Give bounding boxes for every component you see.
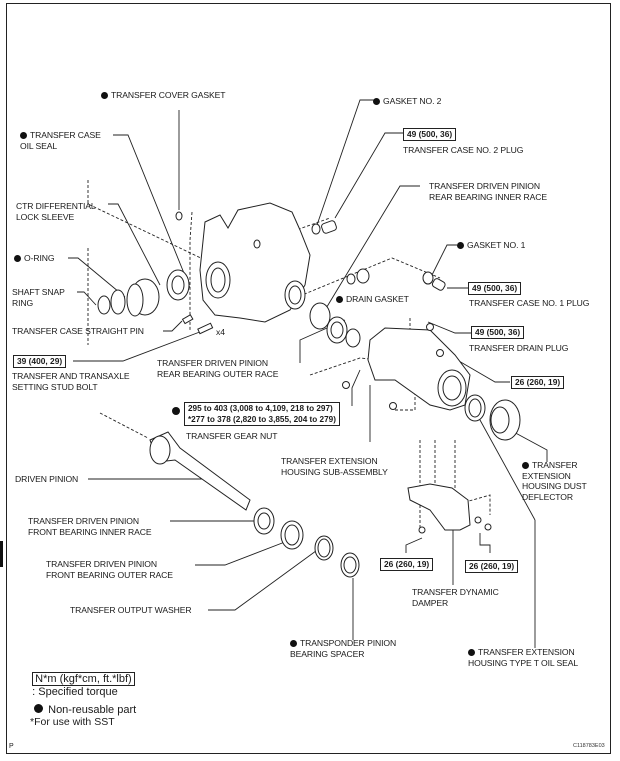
leader-gear-nut — [351, 369, 361, 406]
leader-o-ring — [68, 257, 126, 298]
torque-stud-bolt: 39 (400, 29) — [13, 355, 67, 368]
leader-no2-plug — [334, 132, 403, 219]
label-drain-gasket: DRAIN GASKET — [336, 294, 409, 305]
torque-damper-bolt-right: 26 (260, 19) — [465, 560, 519, 573]
label-gasket-no1: GASKET NO. 1 — [457, 240, 525, 251]
torque-case-no1-plug: 49 (500, 36) — [468, 282, 522, 295]
label-gear-nut: TRANSFER GEAR NUT — [186, 431, 278, 441]
leader-dust-deflector — [509, 429, 548, 462]
label-driven-pinion-rear-inner-race: TRANSFER DRIVEN PINION REAR BEARING INNE… — [429, 181, 548, 202]
label-case-no2-plug: TRANSFER CASE NO. 2 PLUG — [403, 145, 524, 155]
leader-drain-plug — [427, 321, 471, 334]
torque-ext-housing-bolt: 26 (260, 19) — [511, 376, 565, 389]
label-front-bearing-outer-race: TRANSFER DRIVEN PINION FRONT BEARING OUT… — [46, 559, 173, 580]
label-ext-housing-sub-assy: TRANSFER EXTENSION HOUSING SUB-ASSEMBLY — [281, 456, 388, 477]
label-dynamic-damper: TRANSFER DYNAMIC DAMPER — [412, 587, 499, 608]
label-ext-housing-dust-deflector: TRANSFER EXTENSION HOUSING DUST DEFLECTO… — [522, 460, 587, 502]
legend-torque: N*m (kgf*cm, ft.*lbf) : Specified torque — [26, 660, 135, 699]
label-x4: x4 — [216, 327, 225, 337]
legend-torque-desc: : Specified torque — [32, 686, 118, 698]
leader-damper-bolt-l — [405, 537, 423, 553]
non-reusable-dot-gear-nut — [172, 407, 180, 415]
label-driven-pinion: DRIVEN PINION — [15, 474, 79, 484]
diagram-frame — [6, 3, 611, 754]
page-marker: P — [9, 743, 14, 750]
leader-gasket-no2 — [316, 99, 375, 226]
transfer-case — [199, 202, 311, 323]
leader-straight-pin — [163, 320, 183, 332]
label-transfer-cover-gasket: TRANSFER COVER GASKET — [101, 90, 226, 101]
section-tab-marker — [0, 541, 3, 567]
leader-oil-seal — [113, 134, 191, 289]
legend-sst-note: *For use with SST — [30, 716, 115, 728]
label-output-washer: TRANSFER OUTPUT WASHER — [70, 605, 192, 615]
torque-gear-nut: 295 to 403 (3,008 to 4,109, 218 to 297) … — [184, 402, 340, 426]
leader-gasket-no1 — [431, 244, 457, 276]
leader-snap-ring — [77, 291, 97, 306]
legend-torque-unit: N*m (kgf*cm, ft.*lbf) — [32, 672, 135, 686]
leader-stud-bolt — [73, 329, 206, 362]
torque-drain-plug: 49 (500, 36) — [471, 326, 525, 339]
dynamic-damper-part — [407, 483, 471, 531]
leader-output-washer — [208, 547, 321, 611]
leader-damper-bolt-r — [479, 533, 491, 553]
label-o-ring: O-RING — [14, 253, 55, 264]
non-reusable-dot-icon — [34, 704, 44, 713]
label-gasket-no2: GASKET NO. 2 — [373, 96, 441, 107]
torque-case-no2-plug: 49 (500, 36) — [403, 128, 457, 141]
label-shaft-snap-ring: SHAFT SNAP RING — [12, 287, 65, 308]
label-front-bearing-inner-race: TRANSFER DRIVEN PINION FRONT BEARING INN… — [28, 516, 152, 537]
label-driven-pinion-rear-outer-race: TRANSFER DRIVEN PINION REAR BEARING OUTE… — [157, 358, 279, 379]
label-pinion-bearing-spacer: TRANSPONDER PINION BEARING SPACER — [290, 638, 397, 659]
label-case-straight-pin: TRANSFER CASE STRAIGHT PIN — [12, 326, 144, 336]
leader-rear-inner-race — [321, 185, 420, 316]
legend-non-reusable-text: Non-reusable part — [48, 704, 137, 716]
o-ring-part — [110, 289, 126, 315]
label-transfer-case-oil-seal: TRANSFER CASE OIL SEAL — [20, 130, 101, 151]
label-case-no1-plug: TRANSFER CASE NO. 1 PLUG — [469, 298, 590, 308]
leader-lock-sleeve — [108, 203, 161, 286]
torque-damper-bolt-left: 26 (260, 19) — [380, 558, 434, 571]
label-ctr-diff-lock-sleeve: CTR DIFFERENTIAL LOCK SLEEVE — [16, 201, 96, 222]
leader-front-outer — [195, 539, 291, 566]
snap-ring-part — [97, 295, 111, 315]
legend-non-reusable: Non-reusable part — [28, 691, 136, 717]
figure-code: C118783E03 — [573, 743, 605, 749]
label-setting-stud-bolt: TRANSFER AND TRANSAXLE SETTING STUD BOLT — [12, 371, 130, 392]
label-drain-plug: TRANSFER DRAIN PLUG — [469, 343, 569, 353]
label-ext-housing-oil-seal: TRANSFER EXTENSION HOUSING TYPE T OIL SE… — [468, 647, 579, 668]
